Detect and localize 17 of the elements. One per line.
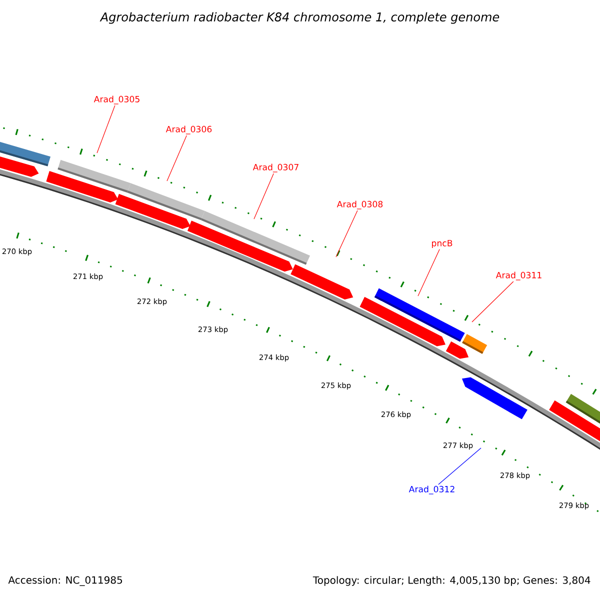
leader-line — [166, 135, 187, 182]
gene-label: Arad_0311 — [496, 272, 542, 280]
gene-label: Arad_0308 — [336, 200, 383, 210]
gene-label: pncB — [432, 240, 452, 248]
leader-line — [336, 210, 358, 258]
leader-line — [96, 105, 116, 154]
leader-line — [438, 448, 482, 485]
accession-text: Accession: NC_011985 — [8, 576, 122, 586]
genome-info-text: Topology: circular; Length: 4,005,130 bp; Genes: 3,804 — [312, 576, 590, 586]
leader-line — [254, 173, 274, 220]
gene-label: Arad_0307 — [252, 164, 298, 172]
gene-label: Arad_0306 — [166, 126, 212, 134]
gene-label: Arad_0312 — [408, 486, 454, 494]
gene-label: Arad_0305 — [94, 96, 140, 104]
title: Agrobacterium radiobacter K84 chromosome 1, complete genome — [100, 12, 500, 24]
leader-line — [418, 248, 440, 296]
leader-line — [472, 281, 514, 322]
